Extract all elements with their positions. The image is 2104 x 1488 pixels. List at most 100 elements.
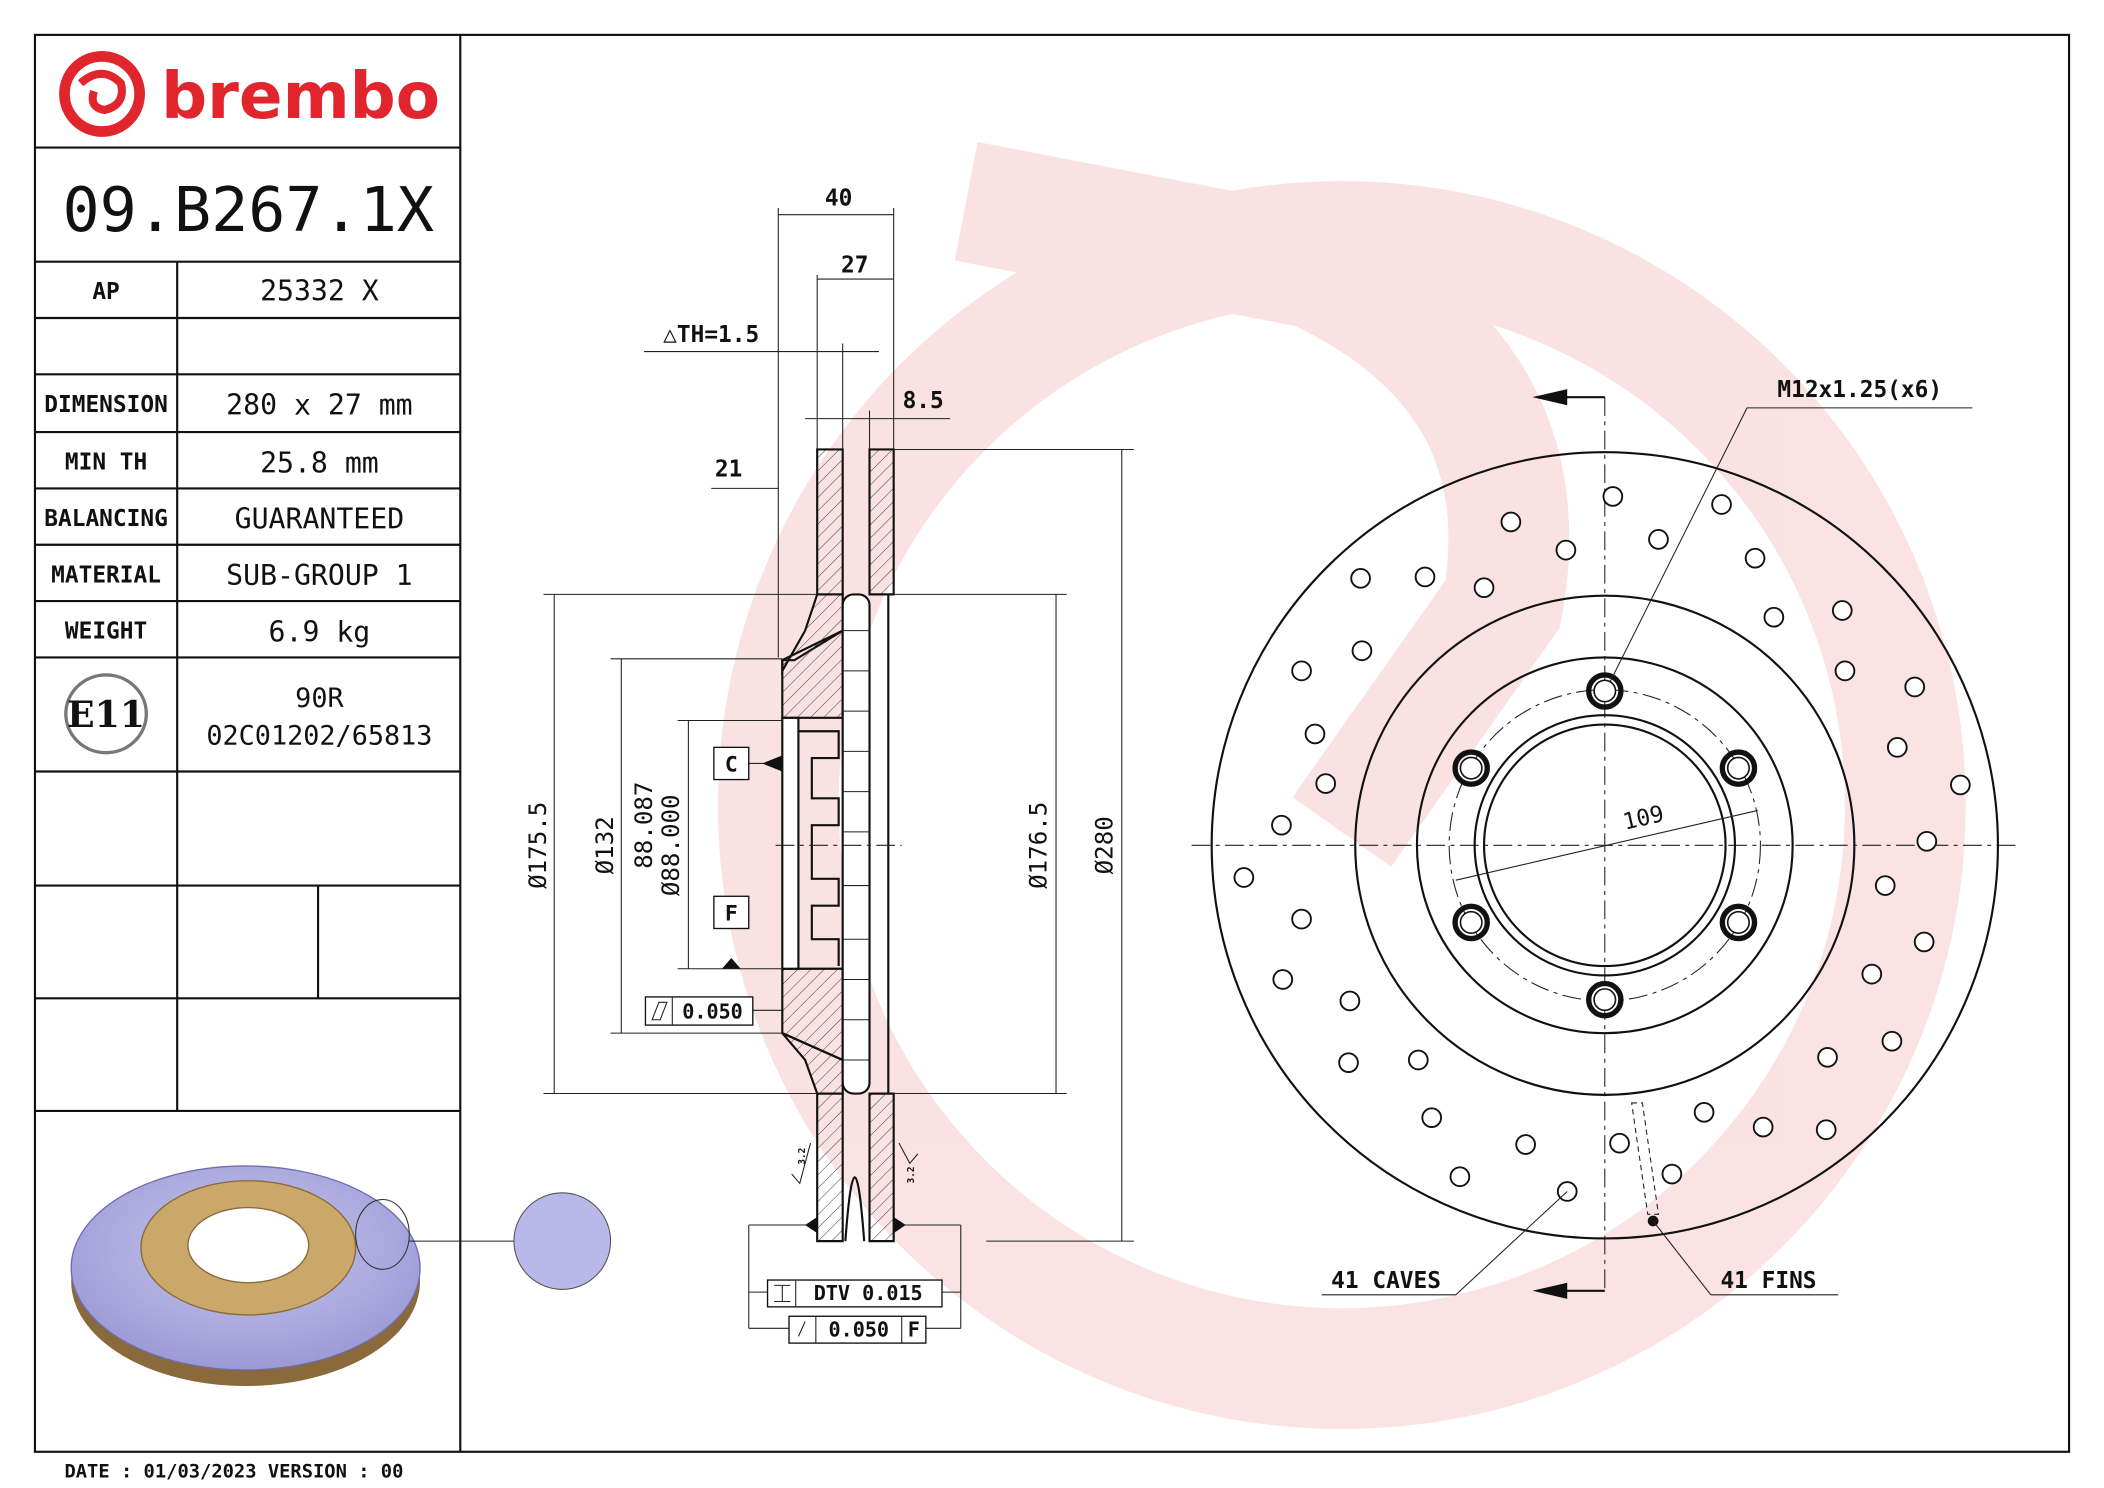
bolt-hole [1586, 672, 1624, 710]
runout-tolerance: 0.050 [829, 1317, 890, 1341]
drilled-hole [1407, 1049, 1429, 1071]
bolt-hole [1726, 756, 1750, 780]
drilled-hole [1661, 1163, 1683, 1185]
drilled-hole [1233, 867, 1255, 888]
drilled-hole [1414, 566, 1436, 588]
drilled-hole [1515, 1134, 1536, 1155]
drilled-hole [1473, 577, 1495, 599]
drilled-hole [1831, 600, 1853, 621]
drilled-hole [1763, 606, 1785, 628]
dim-132: Ø132 [591, 816, 619, 874]
disc-3d-render [70, 1165, 612, 1387]
drilled-hole [1817, 1046, 1838, 1068]
part-number: 09.B267.1X [62, 174, 434, 246]
drilled-hole [1421, 1107, 1443, 1129]
drilled-hole [1555, 539, 1577, 561]
spec-value-ap: 25332 X [260, 275, 379, 308]
fins-label: 41 FINS [1720, 1268, 1816, 1294]
roughness-right: 3.2 [906, 1166, 917, 1183]
bolt-hole [1459, 910, 1483, 934]
drilled-hole [1904, 676, 1926, 698]
dim-8-5: 8.5 [903, 388, 944, 414]
spec-value-weight: 6.9 kg [269, 615, 371, 648]
bolt-hole [1586, 980, 1624, 1019]
drilled-hole [1350, 567, 1371, 589]
flatness-tolerance: 0.050 [682, 999, 743, 1023]
bolt-hole [1452, 749, 1490, 787]
svg-text:E11: E11 [67, 693, 145, 736]
front-view: 109 M12x1.25(x6) 41 CAVES 41 FINS [1191, 377, 2020, 1299]
drilled-hole [1351, 640, 1373, 662]
dim-88-lower: Ø88.000 [657, 794, 685, 896]
datum-c: C [725, 753, 738, 778]
approval-line2: 02C01202/65813 [206, 721, 432, 752]
bolt-hole [1719, 903, 1758, 942]
drilled-hole [1304, 723, 1326, 745]
datum-f: F [725, 901, 738, 926]
drilled-hole [1752, 1116, 1774, 1138]
drilled-hole [1711, 494, 1732, 515]
spec-value-material: SUB-GROUP 1 [226, 559, 412, 592]
drilled-hole [1815, 1119, 1837, 1141]
drilled-hole [1291, 908, 1312, 930]
drilled-hole [1886, 737, 1908, 758]
section-view: 40 27 △TH=1.5 8.5 21 Ø175.5 Ø132 88.087 … [524, 185, 1134, 1344]
bolt-hole [1726, 910, 1750, 934]
runout-datum: F [908, 1317, 920, 1341]
spec-label-dimension: DIMENSION [44, 392, 168, 418]
bolt-hole [1593, 988, 1617, 1012]
dim-176-5: Ø176.5 [1025, 802, 1053, 889]
drilled-hole [1291, 660, 1312, 682]
drilled-hole [1449, 1166, 1471, 1188]
roughness-left: 3.2 [797, 1148, 808, 1165]
drilled-hole [1950, 774, 1971, 796]
drilled-hole [1881, 1030, 1903, 1052]
spec-label-ap: AP [92, 279, 119, 305]
pcd-label: 109 [1620, 801, 1666, 836]
bolt-hole [1459, 756, 1483, 780]
title-block: brembo 09.B267.1X AP 25332 X DIMENSION 2… [34, 50, 612, 1387]
bolt-hole [1719, 749, 1758, 787]
drilled-hole [1744, 547, 1766, 569]
thread-label: M12x1.25(x6) [1777, 377, 1942, 403]
drilled-hole [1500, 511, 1522, 533]
drilled-hole [1874, 875, 1896, 896]
spec-value-min-th: 25.8 mm [260, 446, 379, 479]
drilled-hole [1338, 1052, 1359, 1073]
drilled-hole [1861, 963, 1883, 985]
e11-approval-mark: E11 [64, 673, 148, 755]
dim-175-5: Ø175.5 [524, 802, 552, 889]
dim-th: △TH=1.5 [663, 322, 759, 348]
spec-label-min-th: MIN TH [65, 450, 147, 476]
drilled-hole [1272, 969, 1294, 990]
spec-label-material: MATERIAL [51, 562, 161, 588]
brembo-watermark [717, 141, 1966, 1429]
dtv-tolerance: DTV 0.015 [814, 1281, 923, 1305]
cross-drilled-holes [1233, 486, 1971, 1202]
drilled-hole [1271, 814, 1292, 836]
bolt-hole [1593, 679, 1617, 703]
dim-40: 40 [825, 185, 852, 211]
brembo-logo: brembo [59, 50, 440, 137]
footer-date-version: DATE : 01/03/2023 VERSION : 00 [64, 1461, 403, 1482]
spec-value-balancing: GUARANTEED [235, 503, 405, 536]
drilled-hole [1693, 1101, 1715, 1123]
drilled-hole [1602, 486, 1624, 507]
dim-280: Ø280 [1090, 816, 1118, 874]
spec-label-weight: WEIGHT [65, 619, 147, 645]
brand-name: brembo [161, 59, 440, 134]
wheel-bolt-holes [1452, 672, 1758, 1019]
spec-value-dimension: 280 x 27 mm [226, 389, 412, 422]
approval-line1: 90R [295, 683, 344, 714]
spec-label-balancing: BALANCING [44, 506, 168, 532]
drilled-hole [1916, 830, 1938, 852]
bolt-hole [1452, 903, 1490, 942]
drilled-hole [1913, 931, 1935, 953]
drilled-hole [1834, 660, 1856, 682]
drilled-hole [1648, 529, 1669, 550]
drilled-hole [1315, 773, 1337, 794]
drilled-hole [1339, 990, 1361, 1012]
caves-label: 41 CAVES [1331, 1268, 1441, 1294]
drilled-hole [1609, 1132, 1630, 1154]
